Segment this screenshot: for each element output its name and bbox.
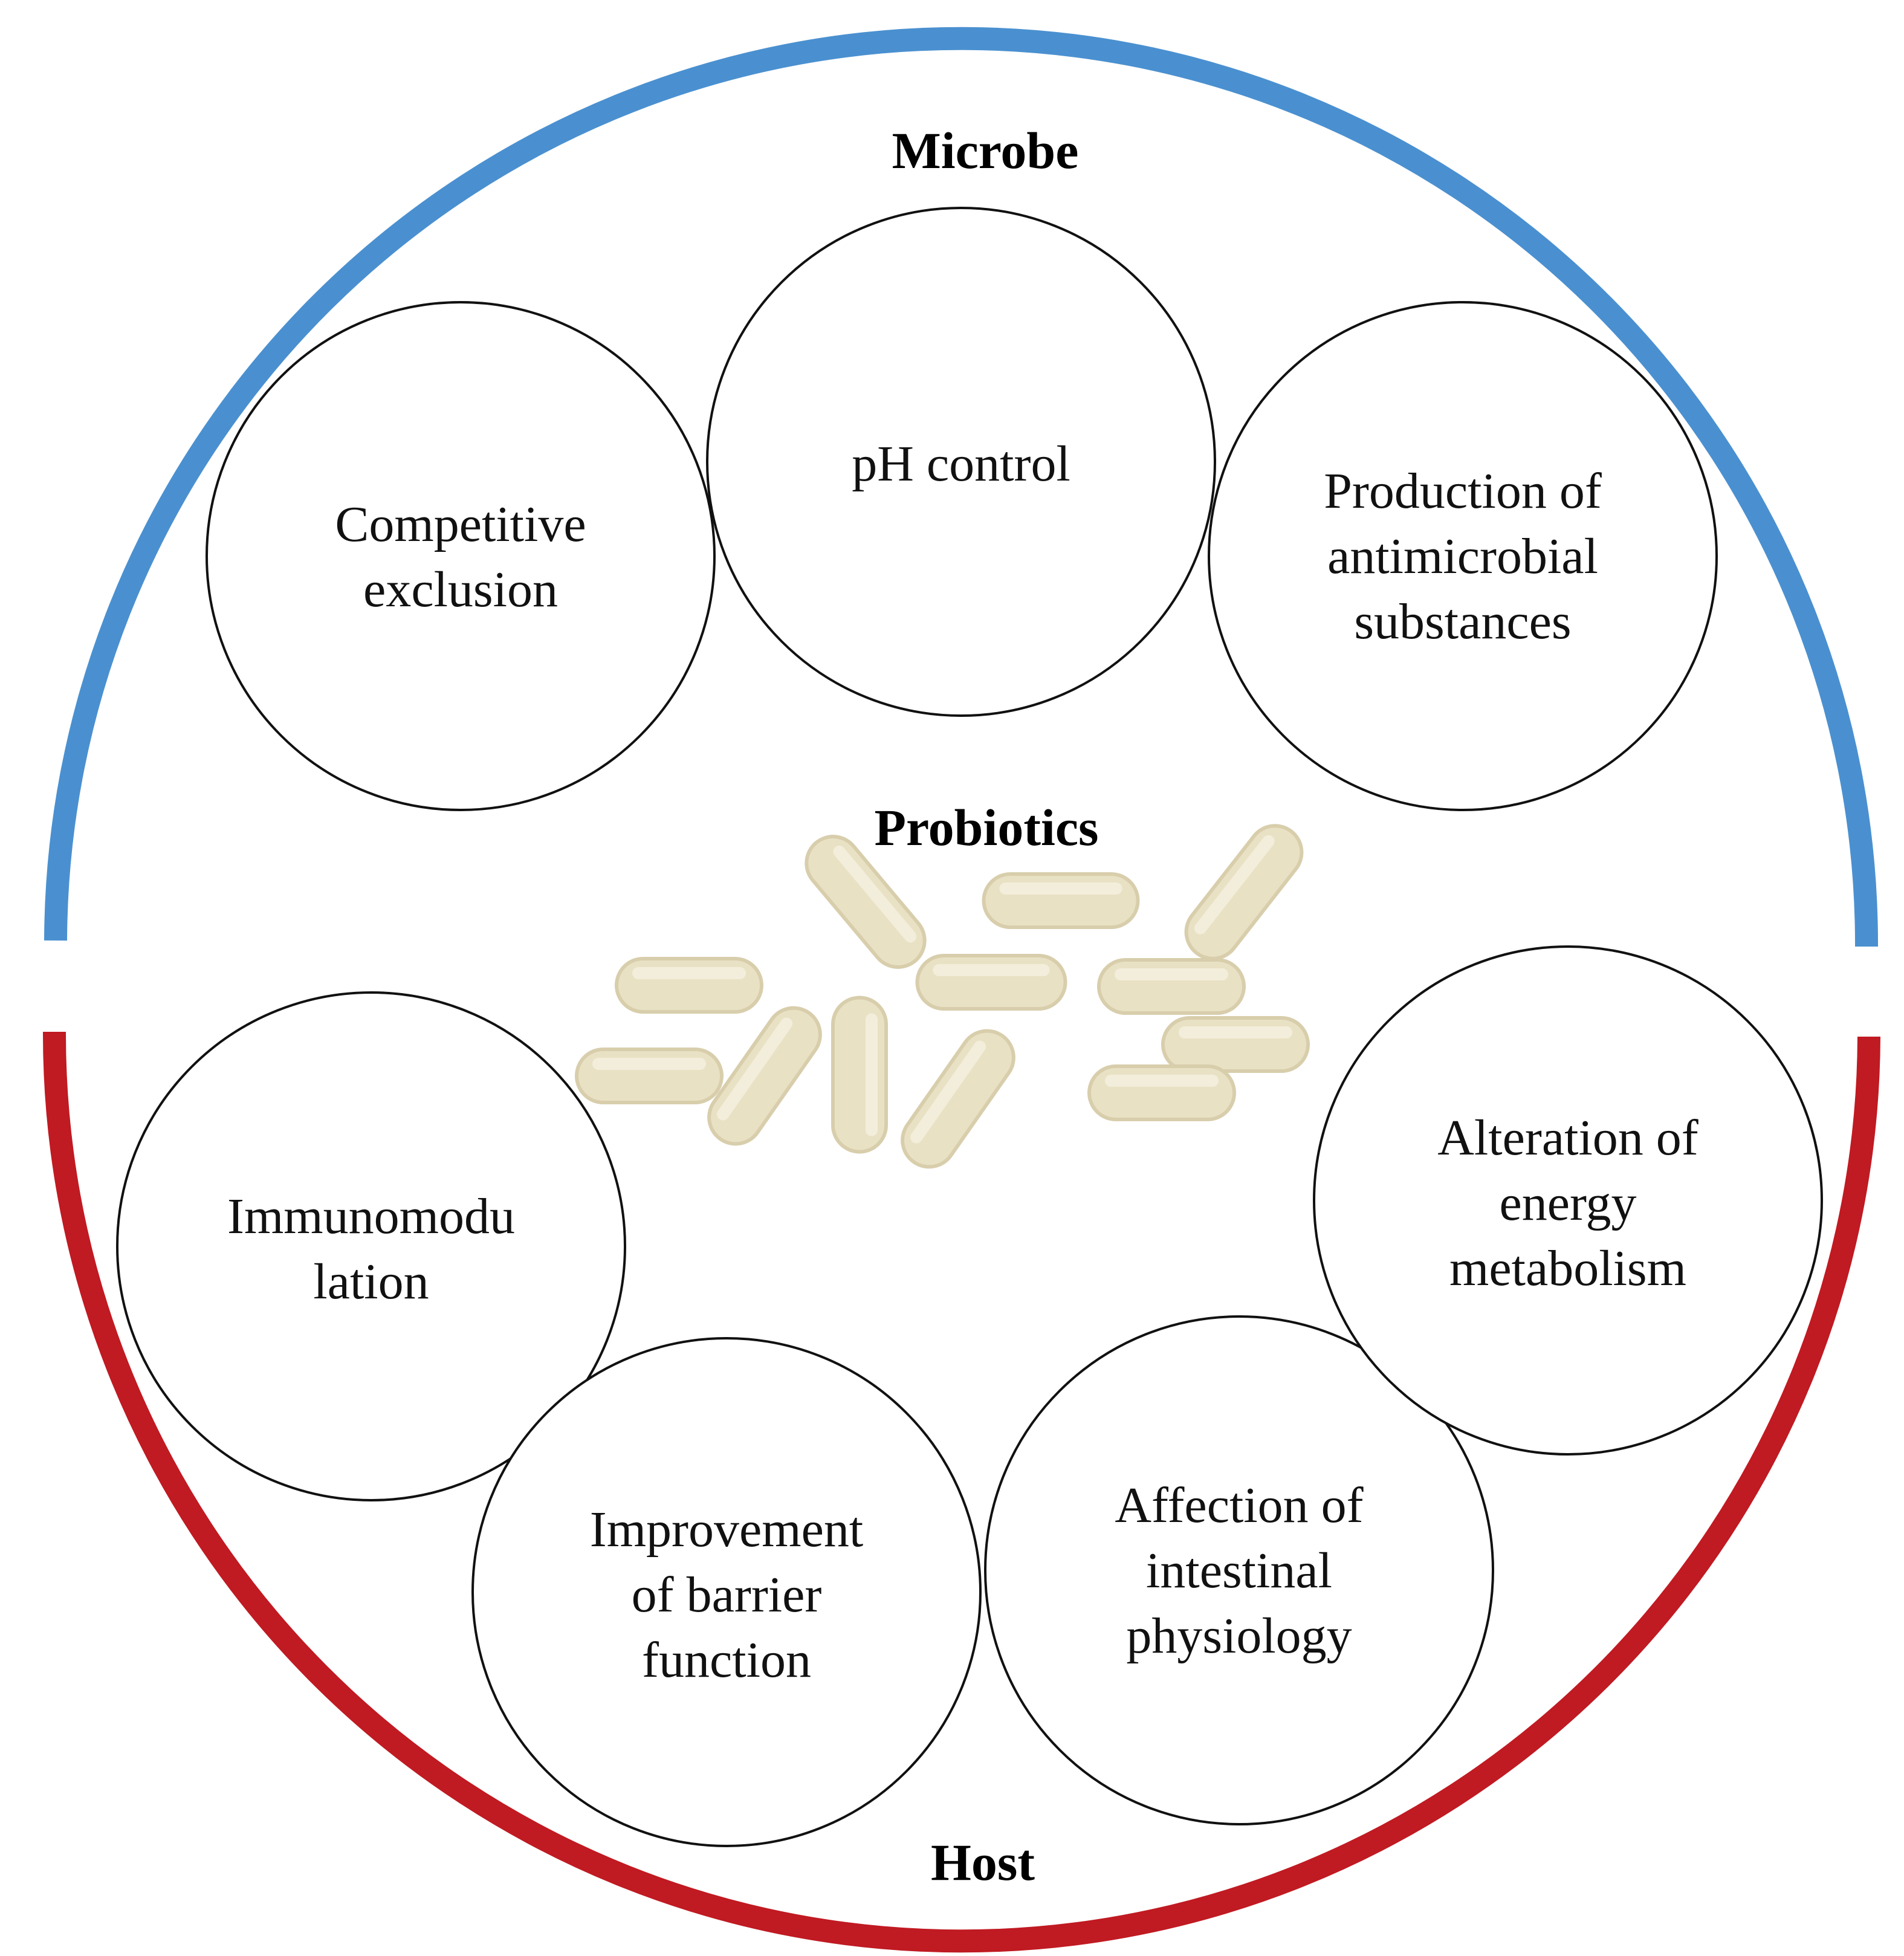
bacterium-rod <box>1184 824 1304 960</box>
mechanism-label-line: Affection of <box>1115 1477 1363 1533</box>
bacterium-rod <box>615 957 763 1014</box>
bacterium-rod <box>1097 958 1246 1015</box>
bacterium-rod <box>915 954 1067 1011</box>
mechanism-label-line: exclusion <box>363 562 558 618</box>
mechanism-label-line: function <box>642 1632 811 1688</box>
mechanism-label-line: substances <box>1354 594 1571 650</box>
mechanism-label-line: intestinal <box>1146 1543 1332 1599</box>
bacterium-rod <box>901 1029 1015 1169</box>
bacterium-rod <box>707 1006 822 1146</box>
bacterium-highlight <box>999 882 1122 895</box>
probiotic-bacteria-cluster <box>575 824 1310 1169</box>
microbe-heading: Microbe <box>892 121 1079 180</box>
bacterium-highlight <box>866 1013 878 1136</box>
mechanism-label-line: Improvement <box>590 1501 864 1558</box>
bacterium-highlight <box>632 967 746 979</box>
host-heading: Host <box>931 1833 1035 1891</box>
bacterium-highlight <box>592 1058 706 1070</box>
mechanism-label-line: physiology <box>1126 1608 1352 1664</box>
mechanism-label-line: Competitive <box>335 496 586 552</box>
bacterium-highlight <box>1194 835 1275 934</box>
mechanism-label-line: antimicrobial <box>1327 528 1598 585</box>
mechanism-ph-control: pH control <box>706 207 1216 717</box>
bacterium-highlight <box>1179 1026 1292 1038</box>
mechanism-label-line: Immunomodu <box>227 1188 515 1245</box>
host-arc <box>42 1031 1880 1953</box>
mechanism-label-line: pH control <box>852 436 1070 492</box>
bacterium-highlight <box>1115 968 1228 980</box>
mechanism-label-line: metabolism <box>1449 1240 1686 1297</box>
bacterium-rod <box>831 996 888 1154</box>
mechanism-energy-metabolism: Alteration of energy metabolism <box>1313 945 1823 1456</box>
bacterium-highlight <box>910 1040 986 1144</box>
mechanism-barrier-function: Improvement of barrier function <box>471 1337 982 1847</box>
bacterium-highlight <box>717 1017 793 1121</box>
mechanism-intestinal-physiology: Affection of intestinal physiology <box>984 1315 1494 1825</box>
microbe-arc <box>44 27 1879 947</box>
mechanism-immunomodulation: Immunomodu lation <box>116 991 626 1501</box>
mechanism-label-line: lation <box>313 1254 429 1310</box>
bacterium-highlight <box>833 846 917 943</box>
bacterium-rod <box>805 835 927 969</box>
mechanism-label-line: of barrier <box>632 1567 822 1623</box>
probiotics-heading: Probiotics <box>874 798 1098 857</box>
mechanism-label-line: Production of <box>1324 463 1602 519</box>
mechanism-antimicrobial-substances: Production of antimicrobial substances <box>1208 301 1718 811</box>
mechanism-label-line: Alteration of <box>1437 1110 1698 1166</box>
bacterium-rod <box>575 1048 724 1104</box>
mechanism-competitive-exclusion: Competitive exclusion <box>206 301 716 811</box>
bacterium-rod <box>1161 1016 1310 1073</box>
bacterium-rod <box>1087 1064 1236 1121</box>
mechanism-label-line: energy <box>1499 1175 1636 1231</box>
bacterium-highlight <box>1105 1075 1219 1087</box>
bacterium-highlight <box>933 964 1050 976</box>
bacterium-rod <box>982 872 1140 929</box>
